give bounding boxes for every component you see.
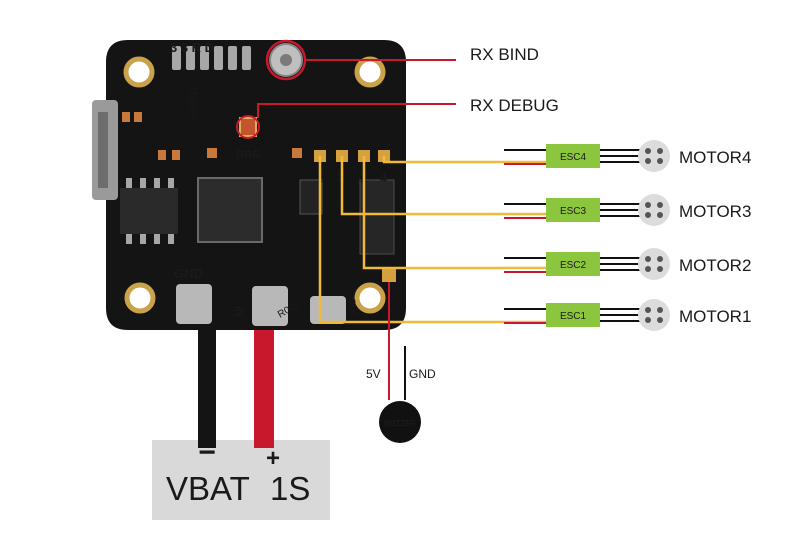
esc3-label: ESC3 (560, 206, 587, 217)
motor1-label: MOTOR1 (679, 307, 751, 326)
regulator-chip (120, 188, 178, 234)
esc-driver-chip (359, 179, 395, 255)
signal-wire-4 (382, 156, 548, 164)
dbg-label: DBG (236, 149, 260, 161)
esc1-label: ESC1 (560, 311, 587, 322)
motor2-icon (638, 248, 670, 280)
rx-debug-label: RX DEBUG (470, 96, 559, 115)
esc4-label: ESC4 (560, 152, 587, 163)
motor1-icon (638, 299, 670, 331)
esc4-body (546, 144, 600, 168)
board-gnd-label: GND (174, 266, 203, 281)
vbat-1s-label: 1S (270, 470, 310, 507)
buzzer-body (379, 401, 421, 443)
esc-group-2: ESC2 MOTOR2 (504, 248, 751, 280)
flight-controller-board: 3 3 R D 03/2017 DBG (92, 39, 406, 330)
board-in-label: IN (233, 306, 245, 317)
battery-positive-wire (254, 318, 274, 448)
motor4-label: MOTOR4 (679, 148, 751, 167)
esc-group-1: ESC1 MOTOR1 (504, 299, 751, 331)
esc-group-3: ESC3 MOTOR3 (504, 194, 751, 226)
motor3-icon (638, 194, 670, 226)
esc3-body (546, 198, 600, 222)
esc1-body (546, 303, 600, 327)
battery-minus-sign: − (198, 436, 216, 469)
mount-hole-br (354, 282, 386, 314)
debug-led-highlight (236, 115, 260, 139)
mount-hole-bl (124, 282, 156, 314)
signal-wires (318, 156, 548, 324)
buzzer-pad (382, 268, 396, 282)
rx-bind-label: RX BIND (470, 45, 539, 64)
pad-num-4: 4 (380, 170, 388, 185)
gnd-pad (176, 284, 212, 324)
buzzer-5v-label: 5V (366, 367, 381, 381)
mount-hole-tr (354, 56, 386, 88)
signal-wire-1 (318, 156, 548, 324)
motor3-label: MOTOR3 (679, 202, 751, 221)
motor2-label: MOTOR2 (679, 256, 751, 275)
battery-negative-wire (198, 318, 216, 448)
out-pad (310, 296, 346, 324)
board-top-label: 3 3 R D (170, 40, 214, 55)
board-date: 03/2017 (188, 85, 198, 118)
esc-group-4: ESC4 MOTOR4 (504, 140, 751, 172)
vin-pad (252, 286, 288, 326)
board-out-label: OUT (347, 298, 357, 318)
mount-hole-tl (123, 56, 155, 88)
battery-block (152, 440, 330, 520)
debug-led (239, 117, 257, 137)
signal-wire-2 (362, 156, 548, 270)
signal-wire-3 (340, 156, 548, 216)
motor4-icon (638, 140, 670, 172)
buzzer-label: BUZZER (384, 419, 417, 428)
vbat-label: VBAT (166, 470, 250, 507)
mcu-chip (197, 177, 263, 243)
capacitor (299, 179, 323, 215)
rx-debug-callout (257, 103, 456, 118)
esc2-body (546, 252, 600, 276)
esc2-label: ESC2 (560, 260, 587, 271)
battery-plus-sign: + (266, 445, 280, 472)
buzzer-gnd-label: GND (409, 367, 436, 381)
